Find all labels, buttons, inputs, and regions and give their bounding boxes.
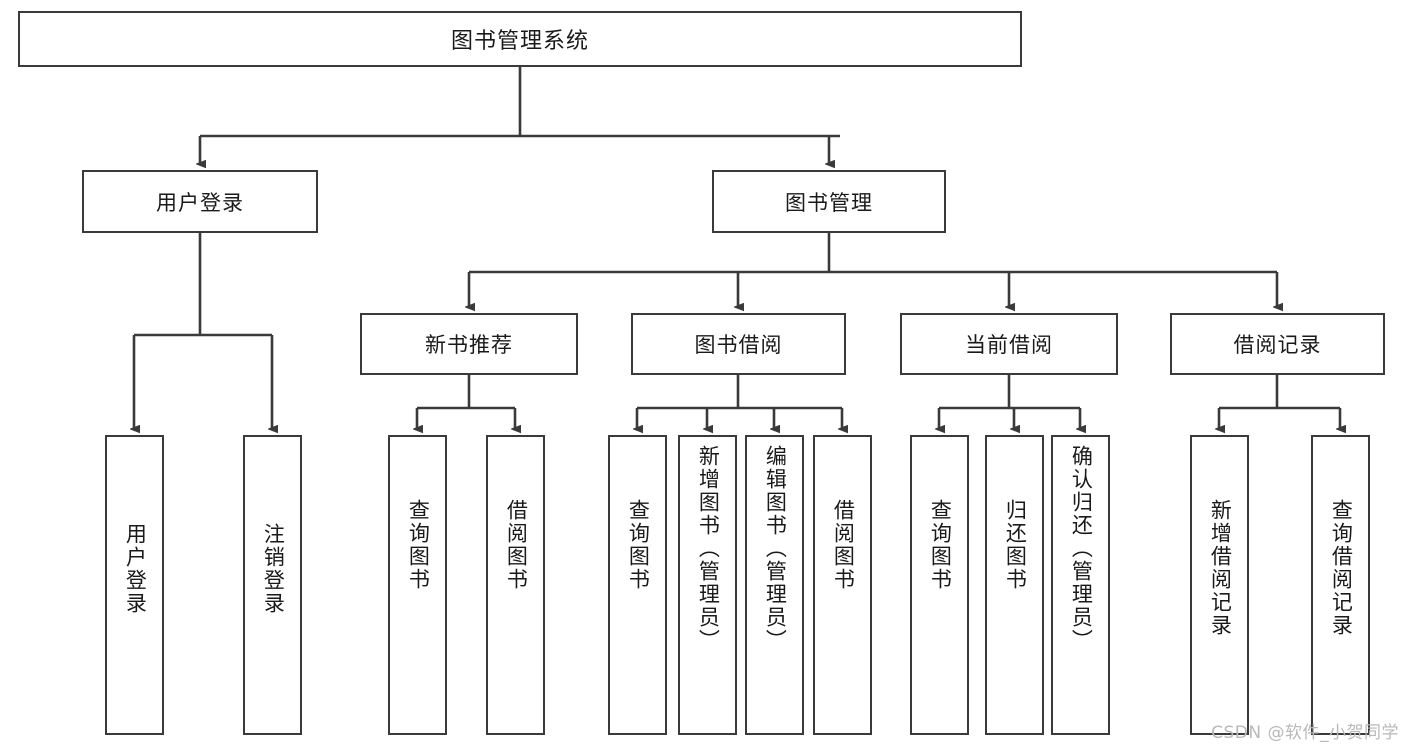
node-user-login[interactable]: 用户登录 bbox=[82, 170, 318, 233]
leaf-borrow-book[interactable]: 借阅图书 bbox=[813, 435, 872, 735]
leaf-add-book-admin-label: 新增图书（管理员） bbox=[696, 445, 721, 652]
leaf-query-book-current-label: 查询图书 bbox=[928, 499, 953, 591]
leaf-user-login-label: 用户登录 bbox=[123, 523, 148, 615]
node-book-borrow[interactable]: 图书借阅 bbox=[631, 313, 846, 375]
node-book-management-label: 图书管理 bbox=[785, 190, 873, 215]
leaf-return-book[interactable]: 归还图书 bbox=[985, 435, 1044, 735]
node-user-login-label: 用户登录 bbox=[156, 190, 244, 215]
node-new-book-recommend[interactable]: 新书推荐 bbox=[360, 313, 578, 375]
node-root[interactable]: 图书管理系统 bbox=[18, 11, 1022, 67]
leaf-confirm-return-admin[interactable]: 确认归还（管理员） bbox=[1051, 435, 1110, 735]
leaf-query-book-borrow-label: 查询图书 bbox=[626, 499, 651, 591]
leaf-query-borrow-record-label: 查询借阅记录 bbox=[1329, 499, 1354, 637]
leaf-edit-book-admin[interactable]: 编辑图书（管理员） bbox=[745, 435, 804, 735]
leaf-borrow-book-label: 借阅图书 bbox=[831, 499, 856, 591]
leaf-borrow-book-recommend-label: 借阅图书 bbox=[504, 499, 529, 591]
node-borrow-record-label: 借阅记录 bbox=[1233, 333, 1322, 357]
watermark: CSDN @软件_小贺同学 bbox=[1211, 723, 1399, 743]
leaf-add-book-admin[interactable]: 新增图书（管理员） bbox=[678, 435, 737, 735]
leaf-edit-book-admin-label: 编辑图书（管理员） bbox=[763, 445, 788, 652]
leaf-return-book-label: 归还图书 bbox=[1003, 499, 1028, 591]
leaf-borrow-book-recommend[interactable]: 借阅图书 bbox=[486, 435, 545, 735]
leaf-add-borrow-record[interactable]: 新增借阅记录 bbox=[1190, 435, 1249, 735]
leaf-query-book-recommend-label: 查询图书 bbox=[406, 499, 431, 591]
node-book-management[interactable]: 图书管理 bbox=[712, 170, 946, 233]
leaf-query-book-recommend[interactable]: 查询图书 bbox=[388, 435, 447, 735]
leaf-add-borrow-record-label: 新增借阅记录 bbox=[1208, 499, 1233, 637]
leaf-user-logout-label: 注销登录 bbox=[261, 523, 286, 615]
node-root-label: 图书管理系统 bbox=[450, 29, 589, 54]
node-book-borrow-label: 图书借阅 bbox=[694, 333, 783, 357]
leaf-query-book-borrow[interactable]: 查询图书 bbox=[608, 435, 667, 735]
leaf-query-book-current[interactable]: 查询图书 bbox=[910, 435, 969, 735]
leaf-user-logout[interactable]: 注销登录 bbox=[243, 435, 302, 735]
node-current-borrow[interactable]: 当前借阅 bbox=[900, 313, 1118, 375]
node-borrow-record[interactable]: 借阅记录 bbox=[1170, 313, 1385, 375]
leaf-query-borrow-record[interactable]: 查询借阅记录 bbox=[1311, 435, 1370, 735]
node-current-borrow-label: 当前借阅 bbox=[965, 333, 1053, 357]
leaf-user-login[interactable]: 用户登录 bbox=[105, 435, 164, 735]
node-new-book-recommend-label: 新书推荐 bbox=[425, 333, 513, 357]
leaf-confirm-return-admin-label: 确认归还（管理员） bbox=[1069, 445, 1094, 652]
